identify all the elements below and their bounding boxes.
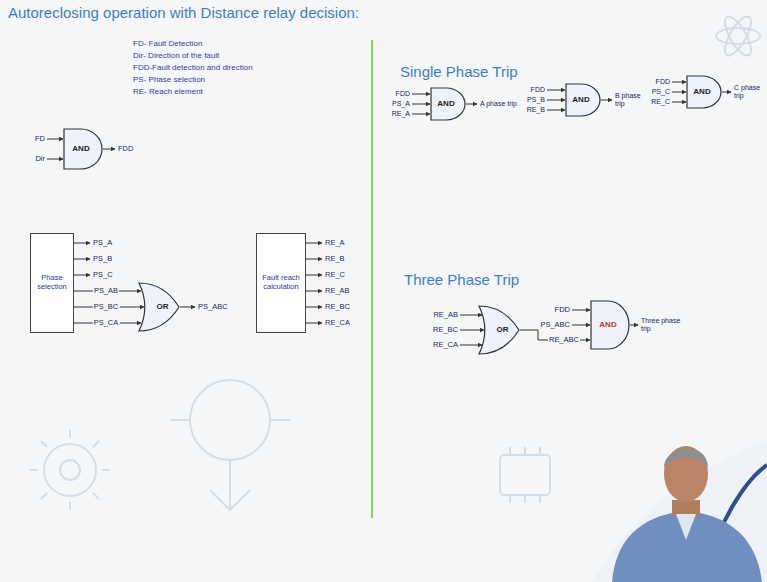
gate-outline — [687, 76, 721, 108]
signal-name: PS_ABC — [540, 321, 570, 330]
gate-label: AND — [437, 99, 454, 108]
divider-line — [371, 40, 373, 518]
signal-name: PS_AB — [93, 287, 119, 296]
signal-name: B phase trip — [615, 92, 645, 108]
signal-name: PS_A — [93, 239, 112, 248]
signal-name: FDD — [656, 78, 670, 86]
signal-name: Three phase trip — [641, 317, 685, 333]
signal-name: RE_B — [325, 255, 345, 264]
signal-name: RE_B — [527, 106, 545, 114]
signal-name: RE_A — [392, 110, 410, 118]
signal-name: FDD — [555, 306, 570, 315]
signal-name: FDD — [531, 86, 545, 94]
gate-label: OR — [497, 325, 509, 334]
signal-name: C phase trip — [734, 84, 762, 100]
signal-name: PS_B — [527, 96, 545, 104]
signal-name: RE_A — [325, 239, 345, 248]
signal-name: FDD — [396, 90, 410, 98]
box-label: Phase selection — [34, 274, 70, 291]
signal-name: RE_BC — [325, 303, 350, 312]
signal-name: RE_C — [651, 98, 670, 106]
section-heading: Three Phase Trip — [404, 271, 519, 288]
slide-title: Autoreclosing operation with Distance re… — [8, 4, 359, 21]
or-gate: OR — [138, 282, 180, 332]
signal-name: RE_CA — [433, 341, 458, 350]
signal-name: PS_B — [93, 255, 112, 264]
signal-name: RE_CA — [325, 319, 350, 328]
box-label: Fault reach calculation — [260, 274, 302, 291]
signal-name: PS_C — [93, 271, 113, 280]
abbreviation-note: FD- Fault Detection — [133, 39, 202, 48]
signal-name: PS_C — [652, 88, 670, 96]
process-box: Fault reach calculation — [256, 233, 306, 333]
gate-label: AND — [572, 95, 589, 104]
abbreviation-note: Dir- Direction of the fault — [133, 51, 219, 60]
signal-name: RE_BC — [433, 326, 458, 335]
abbreviation-note: FDD-Fault detection and direction — [133, 63, 253, 72]
signal-name: RE_AB — [325, 287, 350, 296]
watermark-icons — [30, 13, 760, 510]
and-gate: AND — [565, 83, 601, 117]
and-gate: AND — [686, 75, 722, 109]
gate-outline — [64, 129, 102, 169]
section-heading: Single Phase Trip — [400, 63, 518, 80]
abbreviation-note: RE- Reach element — [133, 87, 203, 96]
signal-name: RE_ABC — [548, 336, 580, 345]
signal-name: RE_AB — [433, 311, 458, 320]
signal-name: RE_C — [325, 271, 345, 280]
and-gate: AND — [590, 300, 630, 350]
process-box: Phase selection — [30, 233, 74, 333]
gate-outline — [479, 306, 519, 354]
signal-name: FD — [35, 135, 45, 144]
lecturer-inset — [592, 440, 767, 582]
signal-name: PS_BC — [93, 303, 120, 312]
gate-label: AND — [72, 144, 89, 153]
gate-outline — [591, 301, 629, 349]
gate-outline — [566, 84, 600, 116]
signal-name: A phase trip — [480, 100, 517, 108]
signal-name: PS_CA — [93, 319, 120, 328]
and-gate: AND — [430, 87, 466, 121]
signal-name: FDD — [118, 145, 133, 154]
gate-outline — [431, 88, 465, 120]
signal-name: PS_A — [392, 100, 410, 108]
abbreviation-note: PS- Phase selection — [133, 75, 205, 84]
gate-outline — [139, 283, 179, 331]
gate-label: AND — [599, 320, 616, 329]
signal-name: PS_ABC — [198, 303, 228, 312]
or-gate: OR — [478, 305, 520, 355]
gate-label: AND — [693, 87, 710, 96]
signal-name: Dir — [35, 155, 45, 164]
signal-wires — [47, 82, 731, 345]
gate-label: OR — [157, 302, 169, 311]
and-gate: AND — [63, 128, 103, 170]
